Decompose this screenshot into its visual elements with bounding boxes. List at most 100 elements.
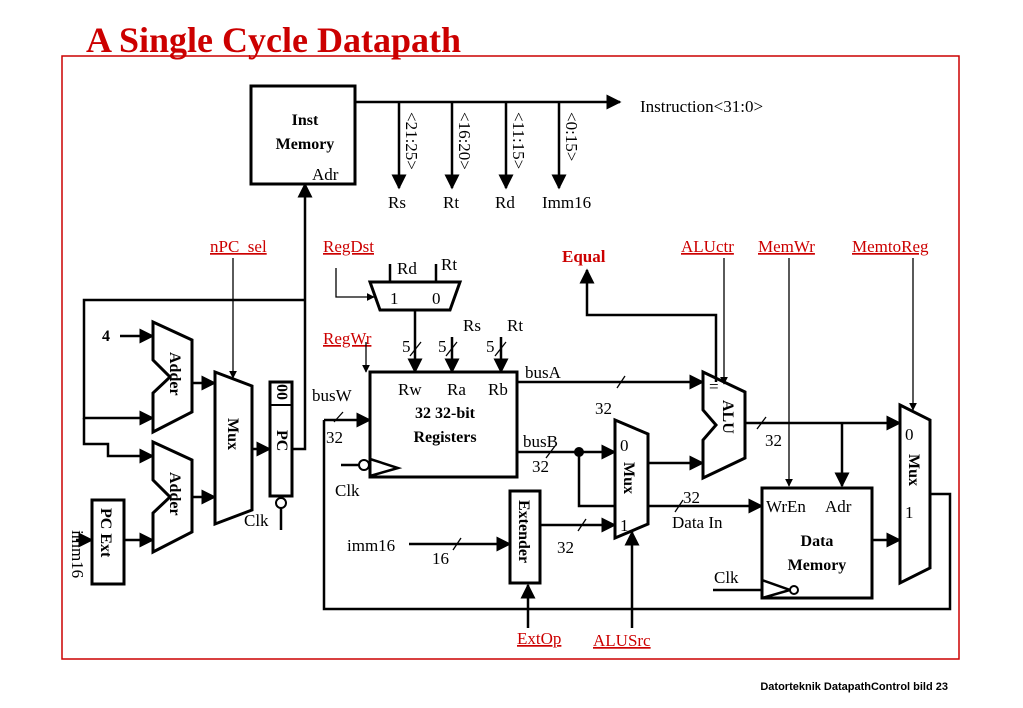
field-bits-imm: <0:15> bbox=[562, 112, 581, 161]
rw-width-tick bbox=[409, 341, 422, 357]
regdst-ctl-wire bbox=[335, 268, 375, 301]
dmem-clock-bubble bbox=[789, 585, 799, 595]
busw-width-tick bbox=[333, 411, 344, 423]
reg-clk-label: Clk bbox=[335, 481, 360, 500]
upper-adder-label: Adder bbox=[166, 352, 183, 396]
pc-bits: 00 bbox=[273, 384, 290, 400]
ext-out-width-tick bbox=[577, 518, 587, 532]
inst-memory-adr: Adr bbox=[312, 165, 339, 184]
pc-ext-label: PC Ext bbox=[97, 508, 114, 558]
reg-clock-bubble bbox=[358, 459, 370, 471]
busa-label: busA bbox=[525, 363, 562, 382]
regdst-rt-label: Rt bbox=[441, 255, 457, 274]
reg-line1: 32 32-bit bbox=[415, 405, 476, 422]
dmem-wren: WrEn bbox=[766, 497, 806, 516]
dmem-adr: Adr bbox=[825, 497, 852, 516]
ctl-npc-sel: nPC_sel bbox=[210, 237, 267, 256]
regdst-mux bbox=[367, 280, 463, 312]
busb-label: busB bbox=[523, 432, 558, 451]
slide-footer: Datorteknik DatapathControl bild 23 bbox=[760, 681, 948, 693]
busb-width-tick bbox=[545, 445, 556, 459]
pc-imm16-label: imm16 bbox=[68, 530, 87, 578]
field-name-rs: Rs bbox=[388, 193, 406, 212]
data-in-label: Data In bbox=[672, 513, 723, 532]
field-bits-rt: <16:20> bbox=[455, 112, 474, 170]
alusrc-mux-label: Mux bbox=[620, 462, 637, 494]
rs-input-label: Rs bbox=[463, 316, 481, 335]
field-bits-rs: <21:25> bbox=[402, 112, 421, 170]
reg-clock-triangle bbox=[369, 457, 403, 478]
pc-mux bbox=[213, 369, 254, 527]
alu-eq: = bbox=[709, 377, 719, 396]
reg-ra-label: Ra bbox=[447, 380, 466, 399]
regdst-sel0: 0 bbox=[432, 289, 441, 308]
field-name-rd: Rd bbox=[495, 193, 515, 212]
inst-memory-line2: Memory bbox=[276, 136, 335, 153]
alu-out-width: 32 bbox=[765, 431, 782, 450]
reg-rw-label: Rw bbox=[398, 380, 422, 399]
busa-width-tick bbox=[616, 375, 626, 389]
slide-title: A Single Cycle Datapath bbox=[86, 20, 461, 60]
inst-memory-block bbox=[249, 84, 357, 186]
pc-mux-label: Mux bbox=[224, 418, 241, 450]
extender-label: Extender bbox=[515, 500, 532, 563]
pc-feedback-upper bbox=[82, 298, 305, 426]
pc-label: PC bbox=[273, 430, 290, 451]
alu-out-width-tick bbox=[756, 416, 767, 430]
wb-mux-in0: 0 bbox=[905, 425, 914, 444]
const-four: 4 bbox=[102, 328, 110, 345]
ctl-equal: Equal bbox=[562, 247, 606, 266]
rt-input-label: Rt bbox=[507, 316, 523, 335]
pc-register bbox=[268, 380, 294, 498]
ra-width: 5 bbox=[438, 337, 447, 356]
dmem-clk-label: Clk bbox=[714, 568, 739, 587]
regdst-sel1: 1 bbox=[390, 289, 399, 308]
data-in-wire bbox=[577, 452, 764, 514]
busw-label: busW bbox=[312, 386, 353, 405]
alusrc-mux bbox=[613, 417, 650, 541]
ctl-regwr: RegWr bbox=[323, 329, 372, 348]
diagram-frame bbox=[61, 55, 960, 660]
inst-memory-line1: Inst bbox=[292, 112, 319, 129]
field-bits-rd: <11:15> bbox=[509, 112, 528, 169]
imm16-width: 16 bbox=[432, 549, 449, 568]
ctl-aluctr: ALUctr bbox=[681, 237, 734, 256]
busa-width: 32 bbox=[595, 399, 612, 418]
ra-width-tick bbox=[445, 341, 458, 357]
field-name-rt: Rt bbox=[443, 193, 459, 212]
rb-width-tick bbox=[494, 341, 507, 357]
regdst-rd-label: Rd bbox=[397, 259, 417, 278]
writeback-loop bbox=[322, 420, 952, 611]
alusrc-in0: 0 bbox=[620, 436, 629, 455]
rb-width: 5 bbox=[486, 337, 495, 356]
alu-label: ALU bbox=[719, 400, 736, 434]
pc-to-imem bbox=[292, 182, 313, 451]
alusrc-in1: 1 bbox=[620, 516, 629, 535]
pc-feedback-lower bbox=[82, 418, 155, 464]
dmem-line2: Memory bbox=[788, 557, 847, 574]
wb-mux-label: Mux bbox=[905, 454, 922, 486]
reg-line2: Registers bbox=[413, 429, 476, 446]
data-memory-block bbox=[760, 486, 874, 600]
ctl-regdst: RegDst bbox=[323, 237, 374, 256]
imm16-label: imm16 bbox=[347, 536, 395, 555]
ctl-memtoreg: MemtoReg bbox=[852, 237, 929, 256]
busb-width: 32 bbox=[532, 457, 549, 476]
pc-clk-label: Clk bbox=[244, 511, 269, 530]
alu-block bbox=[701, 369, 747, 481]
equal-wire bbox=[579, 268, 718, 382]
lower-adder-label: Adder bbox=[166, 472, 183, 516]
busw-width: 32 bbox=[326, 428, 343, 447]
ext-out-width: 32 bbox=[557, 538, 574, 557]
data-in-width-tick bbox=[674, 499, 684, 513]
pc-ext-block bbox=[90, 498, 126, 586]
imm16-width-tick bbox=[452, 537, 462, 551]
ctl-memwr: MemWr bbox=[758, 237, 815, 256]
data-in-width: 32 bbox=[683, 488, 700, 507]
rw-width: 5 bbox=[402, 337, 411, 356]
field-name-imm: Imm16 bbox=[542, 193, 591, 212]
pc-clock-bubble bbox=[275, 497, 287, 509]
wb-mux-in1: 1 bbox=[905, 503, 914, 522]
dmem-line1: Data bbox=[801, 533, 834, 550]
